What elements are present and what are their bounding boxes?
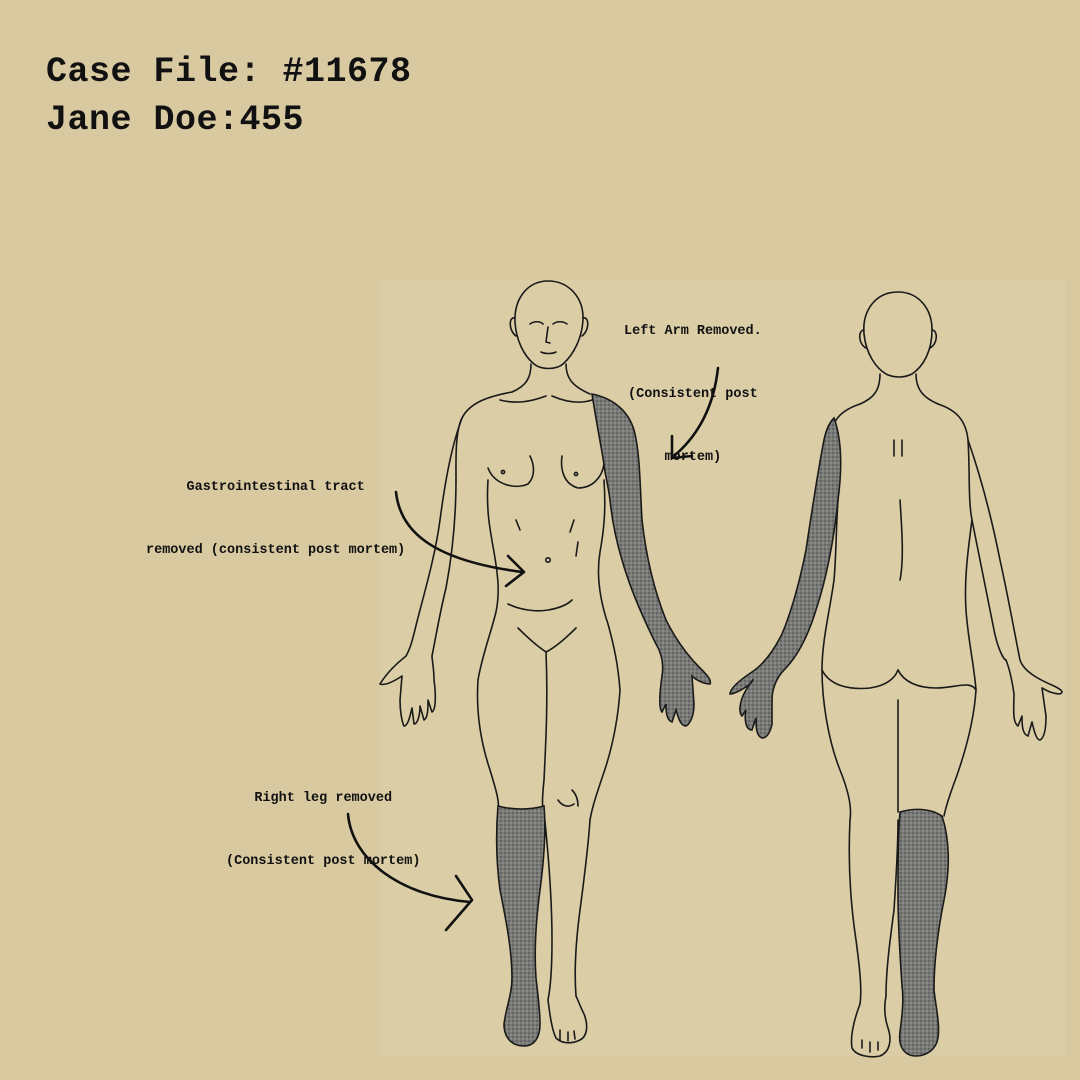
front-left-arm-shaded (591, 392, 712, 727)
annotation-gi-tract: Gastrointestinal tract removed (consiste… (146, 435, 405, 582)
annotation-gi-tract-line1: Gastrointestinal tract (186, 480, 365, 495)
front-right-leg-shaded (495, 804, 546, 1047)
annotation-gi-tract-line2: removed (consistent post mortem) (146, 543, 406, 558)
back-figure (821, 291, 1063, 1058)
annotation-right-leg: Right leg removed (Consistent post morte… (226, 746, 420, 893)
case-header: Case File: #11678 Jane Doe:455 (46, 48, 412, 144)
annotation-right-leg-line1: Right leg removed (254, 791, 393, 806)
annotation-left-arm-line2: (Consistent post (628, 387, 758, 402)
gi-tract-arrow (394, 490, 524, 574)
back-left-arm-shaded (729, 416, 842, 739)
annotation-left-arm: Left Arm Removed. (Consistent post morte… (624, 279, 762, 489)
back-right-leg-shaded (897, 808, 950, 1057)
case-file-title: Case File: #11678 (46, 52, 412, 92)
annotation-right-leg-line2: (Consistent post mortem) (226, 854, 421, 869)
annotation-arrows (346, 366, 720, 932)
left-arm-arrow (672, 366, 720, 458)
subject-name: Jane Doe:455 (46, 100, 305, 140)
front-figure (379, 280, 621, 1044)
front-head (514, 280, 584, 370)
right-leg-arrow (346, 812, 472, 904)
annotation-left-arm-line3: mortem) (664, 450, 722, 465)
annotation-left-arm-line1: Left Arm Removed. (624, 324, 762, 339)
